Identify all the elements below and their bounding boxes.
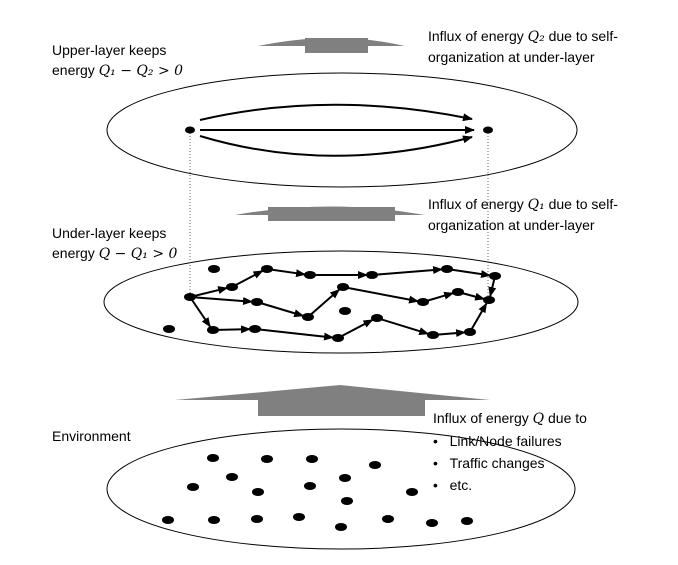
under-influx-prefix: Influx of energy [428, 196, 528, 212]
environment-node [306, 455, 318, 463]
under-layer-link [446, 268, 492, 279]
upper-keeps-math: Q₁ − Q₂ > 0 [98, 63, 184, 79]
under-layer-link [342, 286, 420, 304]
environment-node [369, 461, 381, 469]
environment-node [382, 515, 394, 523]
under-layer-link [376, 317, 430, 336]
env-influx-suffix: due to [544, 410, 587, 426]
environment-node [162, 516, 174, 524]
energy-arrow-upper [258, 38, 405, 53]
upper-node [483, 126, 493, 134]
under-layer-node [251, 298, 263, 306]
environment-nodes [162, 454, 473, 531]
under-layer-node [302, 313, 314, 321]
under-layer-node [226, 283, 238, 291]
under-layer-node [207, 326, 219, 334]
bullet-text: Traffic changes [449, 455, 545, 471]
environment-node [226, 473, 238, 481]
under-layer-isolated-node [208, 265, 220, 273]
environment-node [261, 455, 273, 463]
upper-influx-suffix: due to self- [544, 28, 618, 44]
under-layer-ellipse [103, 250, 579, 354]
bullet-text: etc. [449, 477, 473, 493]
upper-layer-ellipse [106, 72, 578, 188]
environment-node [293, 513, 305, 521]
under-layer-node [441, 265, 453, 273]
environment-node [426, 519, 438, 527]
environment-label: Environment [52, 428, 131, 444]
under-layer-link [266, 268, 307, 278]
under-influx-line2: organization at under-layer [428, 217, 595, 233]
under-layer-node [417, 298, 429, 306]
under-layer-link [337, 318, 374, 339]
under-layer-node [483, 296, 495, 304]
under-layer-node [366, 271, 378, 279]
under-layer-isolated-node [163, 325, 175, 333]
under-keeps-prefix: energy [52, 245, 99, 261]
under-layer-node [337, 283, 349, 291]
environment-node [187, 483, 199, 491]
upper-influx-prefix: Influx of energy [428, 28, 528, 44]
upper-keeps-label: Upper-layer keeps energy Q₁ − Q₂ > 0 [52, 40, 183, 81]
bullet-text: Link/Node failures [449, 433, 562, 449]
under-layer-link [469, 302, 488, 333]
under-keeps-math: Q − Q₁ > 0 [98, 246, 178, 262]
under-layer-link [254, 328, 335, 341]
environment-node [208, 516, 220, 524]
energy-arrow-under [235, 206, 425, 221]
environment-node [461, 517, 473, 525]
under-layer-node [332, 334, 344, 342]
under-layer-node [261, 265, 273, 273]
env-influx-math: Q [532, 411, 545, 427]
under-keeps-label: Under-layer keeps energy Q − Q₁ > 0 [52, 223, 177, 264]
under-layer-node [184, 293, 196, 301]
environment-node [406, 488, 418, 496]
upper-influx-math: Q₂ [527, 29, 545, 45]
upper-influx-label: Influx of energy Q₂ due to self- organiz… [428, 26, 618, 67]
environment-node [335, 523, 347, 531]
under-keeps-line1: Under-layer keeps [52, 225, 167, 241]
environment-node [341, 497, 353, 505]
environment-node [252, 488, 264, 496]
bullet-item: • Traffic changes [433, 455, 545, 471]
environment-ellipse [106, 428, 576, 550]
under-influx-math: Q₁ [527, 197, 545, 213]
env-influx-prefix: Influx of energy [433, 410, 533, 426]
upper-node [185, 126, 195, 134]
under-layer-node [249, 325, 261, 333]
environment-node [251, 515, 263, 523]
upper-layer-links [199, 103, 475, 157]
environment-node [339, 474, 351, 482]
under-layer-node [427, 331, 439, 339]
under-layer-link [212, 325, 252, 334]
under-layer-link [189, 296, 211, 328]
upper-influx-line2: organization at under-layer [428, 49, 595, 65]
environment-influx-label: Influx of energy Q due to [433, 408, 587, 429]
environment-bullet-list: • Link/Node failures • Traffic changes •… [433, 430, 562, 496]
upper-keeps-line1: Upper-layer keeps [52, 42, 167, 58]
energy-arrow-environment [175, 385, 490, 416]
under-layer-link [189, 296, 254, 306]
under-layer-link [256, 301, 305, 318]
under-layer-node [304, 271, 316, 279]
under-layer-isolated-node [339, 307, 351, 315]
under-influx-label: Influx of energy Q₁ due to self- organiz… [428, 194, 618, 235]
environment-node [304, 482, 316, 490]
under-layer-link [307, 288, 340, 318]
under-layer-node [371, 314, 383, 322]
under-layer-link [371, 266, 444, 276]
under-layer-node [489, 272, 501, 280]
environment-node [207, 454, 219, 462]
under-layer-node [464, 328, 476, 336]
bullet-item: • Link/Node failures [433, 433, 562, 449]
under-layer-node [452, 288, 464, 296]
under-influx-suffix: due to self- [544, 196, 618, 212]
under-layer-network [163, 265, 501, 342]
under-layer-link [189, 286, 229, 298]
bullet-item: • etc. [433, 477, 473, 493]
under-layer-link [231, 269, 264, 288]
upper-keeps-prefix: energy [52, 62, 99, 78]
